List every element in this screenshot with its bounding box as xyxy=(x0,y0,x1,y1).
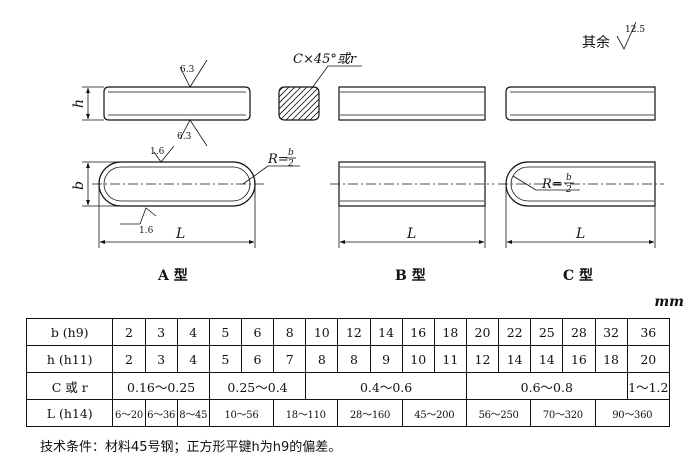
table-cell: 8～45 xyxy=(176,399,210,427)
row-header: h (h11) xyxy=(25,345,114,373)
table-cell: 4 xyxy=(176,345,210,373)
table-cell: 16 xyxy=(562,345,596,373)
radius-callout-a: R= xyxy=(267,152,289,167)
table-cell: 32 xyxy=(594,318,628,346)
table-cell: 25 xyxy=(530,318,564,346)
roughness-plan-bottom-value: 1.6 xyxy=(139,226,154,236)
table-cell: 8 xyxy=(273,318,307,346)
dim-l-label-a: L xyxy=(175,226,185,242)
dim-h-label: h xyxy=(71,99,87,108)
table-cell: 10 xyxy=(401,345,435,373)
key-drawing: 其余 12.5 h 6.3 6.3 xyxy=(71,21,664,284)
roughness-other-value: 12.5 xyxy=(625,25,645,35)
table-cell: 70～320 xyxy=(530,399,596,427)
table-cell: 36 xyxy=(626,318,671,346)
table-cell: 10～56 xyxy=(208,399,275,427)
row-header: b (h9) xyxy=(25,318,114,346)
table-cell: 6～20 xyxy=(112,399,146,427)
table-cell: 5 xyxy=(208,345,242,373)
technical-note: 技术条件：材料45号钢；正方形平键h为h9的偏差。 xyxy=(40,440,342,455)
table-cell: 20 xyxy=(465,318,500,346)
type-a-label: A 型 xyxy=(157,267,188,284)
table-cell: 18～110 xyxy=(273,399,339,427)
roughness-other-label: 其余 xyxy=(582,34,610,51)
table-cell: 12 xyxy=(337,318,371,346)
table-cell: 6～36 xyxy=(144,399,178,427)
table-cell: 8 xyxy=(337,345,371,373)
type-c-label: C 型 xyxy=(563,267,593,284)
table-cell: 16 xyxy=(401,318,435,346)
radius-frac-num-c: b xyxy=(566,173,572,183)
table-cell: 1～1.2 xyxy=(626,372,671,400)
type-c-plan-view: L R= b 2 xyxy=(498,161,664,248)
table-cell: 28 xyxy=(562,318,596,346)
table-cell: 20 xyxy=(626,345,671,373)
chamfer-callout: C×45°或r xyxy=(293,52,357,67)
dim-b-label: b xyxy=(71,181,87,190)
table-cell: 5 xyxy=(208,318,242,346)
roughness-bottom-value: 6.3 xyxy=(177,132,192,142)
type-b-plan-view: L xyxy=(330,161,494,248)
table-cell: 3 xyxy=(144,318,178,346)
radius-frac-den-c: 2 xyxy=(565,185,572,195)
table-cell: 4 xyxy=(176,318,210,346)
table-cell: 56～250 xyxy=(465,399,532,427)
table-cell: 11 xyxy=(433,345,467,373)
type-b-side-view xyxy=(338,86,486,121)
radius-frac-num-a: b xyxy=(288,148,294,158)
table-cell: 2 xyxy=(112,318,146,346)
table-cell: 18 xyxy=(433,318,467,346)
dim-l-label-b: L xyxy=(406,226,416,242)
table-cell: 10 xyxy=(305,318,339,346)
table-cell: 14 xyxy=(530,345,564,373)
type-b-label: B 型 xyxy=(395,267,426,284)
type-a-plan-view: b L R= b 2 1.6 1.6 xyxy=(71,145,300,248)
table-cell: 2 xyxy=(112,345,146,373)
table-cell: 7 xyxy=(273,345,307,373)
table-cell: 3 xyxy=(144,345,178,373)
radius-frac-den-a: 2 xyxy=(287,159,294,169)
roughness-top-value: 6.3 xyxy=(180,65,195,75)
table-cell: 12 xyxy=(465,345,500,373)
table-cell: 6 xyxy=(240,318,275,346)
unit-label: mm xyxy=(654,294,684,310)
type-c-side-view xyxy=(505,86,656,121)
row-header: L (h14) xyxy=(25,399,114,427)
table-cell: 0.6～0.8 xyxy=(465,372,628,400)
row-header: C 或 r xyxy=(25,372,114,400)
radius-callout-c: R= xyxy=(541,177,563,192)
key-section-hatched: C×45°或r xyxy=(278,52,362,121)
table-cell: 9 xyxy=(369,345,403,373)
table-cell: 6 xyxy=(240,345,275,373)
table-cell: 90～360 xyxy=(594,399,670,427)
table-cell: 0.16～0.25 xyxy=(112,372,210,400)
roughness-other-symbol: 其余 12.5 xyxy=(582,21,645,51)
table-cell: 8 xyxy=(305,345,339,373)
table-cell: 0.4～0.6 xyxy=(305,372,467,400)
table-cell: 14 xyxy=(498,345,532,373)
table-cell: 22 xyxy=(498,318,532,346)
dim-l-label-c: L xyxy=(575,226,585,242)
table-cell: 14 xyxy=(369,318,403,346)
table-cell: 45～200 xyxy=(401,399,467,427)
table-cell: 0.25～0.4 xyxy=(208,372,307,400)
type-a-side-view: h 6.3 6.3 xyxy=(71,59,251,147)
table-cell: 28～160 xyxy=(337,399,403,427)
roughness-plan-top-value: 1.6 xyxy=(150,147,165,157)
table-cell: 18 xyxy=(594,345,628,373)
